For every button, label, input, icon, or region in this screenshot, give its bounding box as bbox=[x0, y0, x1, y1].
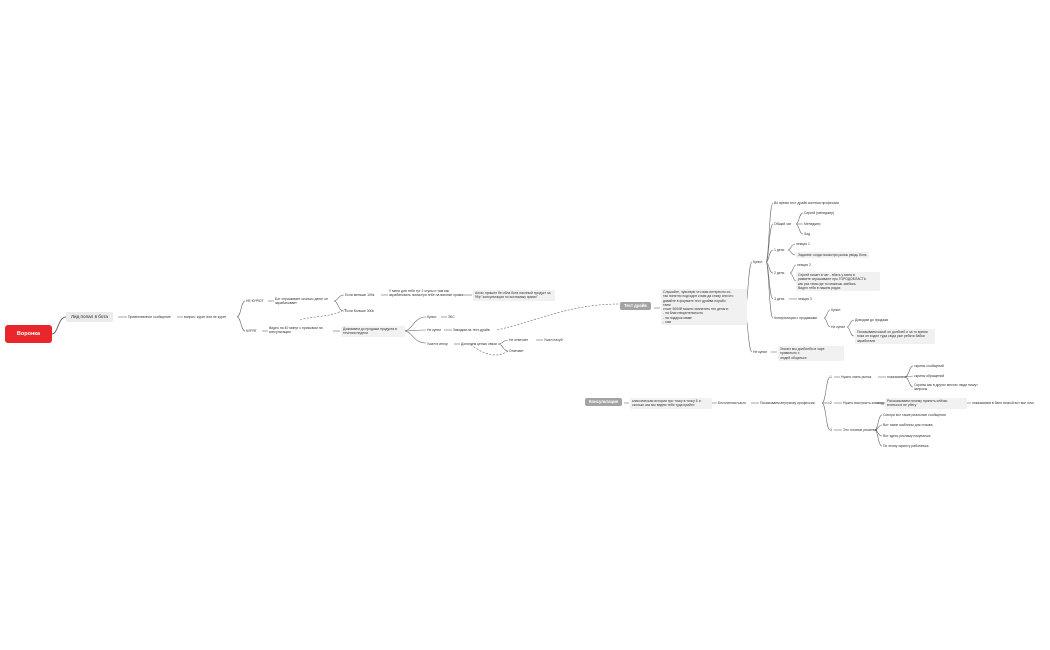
consult-story-node[interactable]: классическая история про точку в точку Б… bbox=[630, 398, 712, 409]
ready1-node[interactable]: Смотри вот такие реальные сообщения bbox=[883, 413, 946, 417]
day2-text-node[interactable]: Сергей пишет в чат - ебать у меня в рамк… bbox=[796, 272, 880, 292]
after-text-node[interactable]: Алгас пришел бе обла бота пахлный продук… bbox=[473, 290, 555, 301]
screens-apps-node[interactable]: скрины обращений bbox=[914, 374, 945, 378]
day3-node[interactable]: 3 день bbox=[774, 297, 785, 301]
test-drive-node[interactable]: Тест драйв bbox=[620, 302, 651, 311]
ready2-node[interactable]: Вот такие шаблоны для отзыва bbox=[883, 423, 933, 427]
sergey-node[interactable]: Сергей (менеджер) bbox=[804, 211, 835, 215]
bought2-node[interactable]: Купил bbox=[753, 260, 763, 264]
no-answer-node[interactable]: Не отвечает bbox=[509, 338, 529, 342]
smoking-video-node[interactable]: Видео на 40 минут с призывом на консульт… bbox=[269, 326, 323, 335]
day2-node[interactable]: 2 день bbox=[774, 271, 785, 275]
lecture2-node[interactable]: лекция 2 bbox=[797, 263, 811, 267]
screens-chats-node[interactable]: Скрины как в других местах люди пишут за… bbox=[914, 383, 978, 392]
question-node[interactable]: вопрос: курит или не курит bbox=[184, 315, 227, 319]
income-less-text-node[interactable]: У меня для тебя тут 2 ступы и там как за… bbox=[389, 289, 463, 298]
went-silent-node[interactable]: Ушел в игнор bbox=[427, 342, 448, 346]
greeting-node[interactable]: Приветсвенное сообщение bbox=[128, 315, 171, 319]
market-need-node[interactable]: Нужно знать рынок bbox=[841, 375, 872, 379]
bought-node[interactable]: Купил bbox=[427, 315, 437, 319]
warmup-node[interactable]: Дожимаем до продажи продукта в течении н… bbox=[341, 326, 405, 337]
income-more-node[interactable]: Если больше 300к bbox=[345, 309, 374, 313]
ready3-node[interactable]: Вот здесь рекламу покупаешь bbox=[883, 434, 931, 438]
answers-node[interactable]: Отвечает bbox=[509, 349, 524, 353]
chain-node[interactable]: Догоняем цепью связи bbox=[461, 342, 497, 346]
need-team-node[interactable]: Нужно выстроить команду bbox=[843, 401, 885, 405]
team-result-node[interactable]: показываем в бане всякой вот все хочь bbox=[972, 401, 1035, 405]
lead-node[interactable]: Лид попал в бота bbox=[66, 312, 113, 323]
not-bought2-node[interactable]: Не купил bbox=[753, 350, 768, 354]
not-bought2-text-node[interactable]: Значит мы долбоебы в чаре правильно с лю… bbox=[778, 346, 844, 361]
general-chat-node[interactable]: Общий чат bbox=[774, 222, 792, 226]
not-bought-node[interactable]: Не купил bbox=[427, 328, 442, 332]
bought3-node[interactable]: Купил bbox=[831, 308, 841, 312]
push-sale-node[interactable]: Доводим до продажи bbox=[855, 318, 889, 322]
show-case-node[interactable]: Показываем какой он долбоеб и за то врем… bbox=[855, 329, 935, 344]
lecture3-node[interactable]: лекция 3 bbox=[798, 297, 812, 301]
access-node[interactable]: Во время тест драйв система профессии bbox=[774, 201, 840, 205]
call-test-node[interactable]: Заводим на тест-драйв bbox=[453, 328, 490, 332]
ready4-node[interactable]: По этому скрипту работаешь bbox=[883, 444, 929, 448]
screens-msgs-node[interactable]: скрины сообщений bbox=[914, 364, 944, 368]
not-smoking-ask-node[interactable]: Бот спрашивает сколько денег он зарабаты… bbox=[275, 297, 329, 306]
consultation-node[interactable]: Консультация bbox=[585, 398, 623, 407]
not-bought3-node[interactable]: Не купил bbox=[831, 325, 846, 329]
show-profession-node[interactable]: Показываем внутрянку профессии bbox=[760, 401, 815, 405]
practical-node[interactable]: Бесплатная часть bbox=[718, 401, 747, 405]
bought-result-node[interactable]: ЗБС bbox=[448, 315, 455, 319]
lead-item-node[interactable]: Лид bbox=[804, 232, 811, 236]
showing-node[interactable]: показываем bbox=[887, 375, 906, 379]
day1-node[interactable]: 1 день bbox=[774, 248, 785, 252]
num1-node[interactable]: 1 bbox=[830, 375, 832, 379]
task1-node[interactable]: Задание: когда посмотри рынок увидь боль bbox=[796, 252, 869, 259]
test-drive-desc-node[interactable]: Слушайте, чувствую что вам интересно со-… bbox=[661, 289, 747, 326]
num3-node[interactable]: 3 bbox=[830, 428, 832, 432]
lecture1-node[interactable]: лекция 1 bbox=[796, 242, 810, 246]
consult-node[interactable]: Консультация с продажами bbox=[774, 316, 817, 320]
num2-node[interactable]: 2 bbox=[830, 401, 832, 405]
income-less-node[interactable]: Если меньше 100к bbox=[345, 293, 375, 297]
manager-node[interactable]: Менеджер bbox=[804, 222, 821, 226]
smoking-node[interactable]: КУРЯТ bbox=[246, 329, 257, 333]
ready-node[interactable]: Это готовые решения bbox=[843, 428, 878, 432]
not-smoking-node[interactable]: НЕ КУРЮТ bbox=[246, 299, 264, 303]
root-node[interactable]: Воронка bbox=[5, 325, 52, 343]
went-away-node[interactable]: Ушел нахуй bbox=[544, 338, 563, 342]
team-show-node[interactable]: Рассказываем почему принять сейчас влить… bbox=[885, 398, 967, 409]
